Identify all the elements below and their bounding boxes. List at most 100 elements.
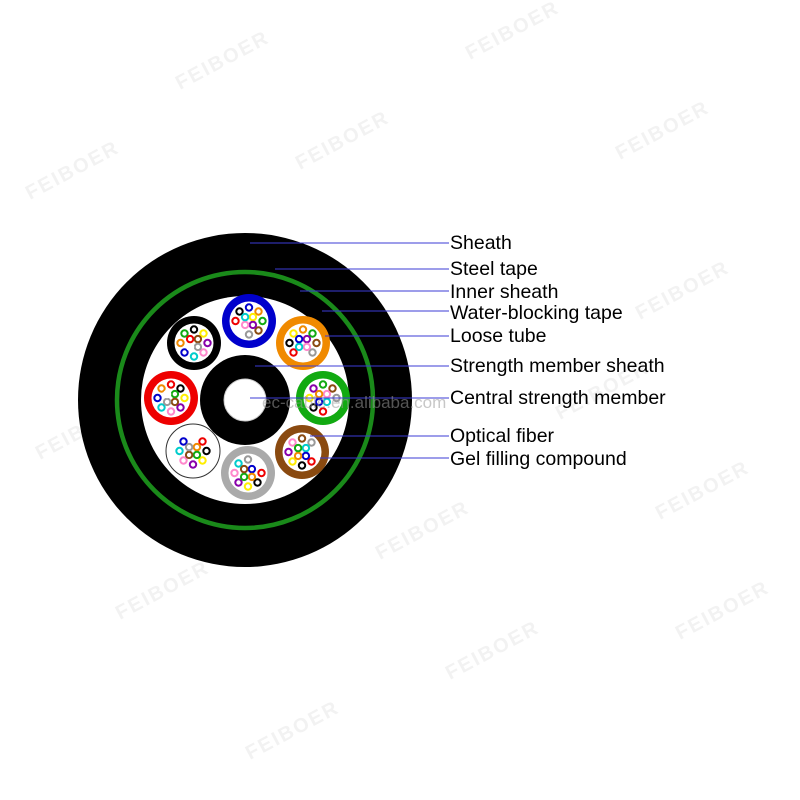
optical-fiber <box>318 407 328 416</box>
background-watermark-9: FEIBOER <box>372 497 473 565</box>
optical-fiber <box>311 447 320 457</box>
optical-fiber <box>157 403 166 412</box>
optical-fiber <box>285 338 294 348</box>
optical-fiber <box>157 384 166 393</box>
optical-fiber <box>288 438 297 447</box>
optical-fiber <box>314 397 324 407</box>
optical-fiber <box>307 438 316 447</box>
optical-fiber <box>176 403 185 412</box>
optical-fiber <box>312 338 321 348</box>
background-watermark-13: FEIBOER <box>242 697 343 765</box>
optical-fiber <box>198 437 207 446</box>
optical-fiber <box>301 451 311 461</box>
optical-fiber <box>230 468 239 478</box>
optical-fiber <box>203 338 212 348</box>
optical-fiber <box>298 325 308 334</box>
optical-fiber <box>293 451 303 461</box>
optical-fiber <box>193 334 203 344</box>
optical-fiber <box>166 380 176 389</box>
label-steel-tape: Steel tape <box>450 258 538 280</box>
optical-fiber <box>234 459 243 468</box>
optical-fiber <box>294 334 304 344</box>
optical-fiber <box>244 330 254 339</box>
optical-fiber <box>288 457 297 466</box>
optical-fiber <box>185 342 195 352</box>
background-watermark-3: FEIBOER <box>612 97 713 165</box>
optical-fiber <box>248 320 258 330</box>
optical-fiber <box>302 334 312 344</box>
background-watermark-11: FEIBOER <box>442 617 543 685</box>
optical-fiber <box>258 316 267 326</box>
optical-fiber <box>170 397 180 407</box>
optical-fiber <box>294 342 304 352</box>
leader-lines <box>250 242 449 459</box>
optical-fiber <box>231 316 240 326</box>
loose-tube <box>276 316 330 370</box>
background-watermark-6: FEIBOER <box>632 257 733 325</box>
optical-fiber <box>301 443 311 453</box>
optical-fiber <box>240 312 250 322</box>
loose-tubes <box>144 294 350 500</box>
cable-drawing <box>78 233 412 567</box>
optical-fiber <box>293 443 303 453</box>
optical-fiber <box>192 442 202 452</box>
label-sheath: Sheath <box>450 232 512 254</box>
optical-fiber <box>184 450 194 460</box>
optical-fiber <box>322 389 332 399</box>
label-strength-member-sheath: Strength member sheath <box>450 355 665 377</box>
background-watermark-5: FEIBOER <box>292 107 393 175</box>
label-water-blocking-tape: Water-blocking tape <box>450 302 623 324</box>
optical-fiber <box>308 348 317 357</box>
optical-fiber <box>243 482 253 491</box>
loose-tube <box>165 423 221 479</box>
optical-fiber <box>162 397 172 407</box>
optical-fiber <box>302 342 312 352</box>
optical-fiber <box>297 461 307 470</box>
optical-fiber <box>240 320 250 330</box>
optical-fiber <box>180 348 189 357</box>
optical-fiber <box>192 450 202 460</box>
optical-fiber <box>162 389 172 399</box>
optical-fiber <box>289 329 298 338</box>
optical-fiber <box>202 446 211 456</box>
watermark-text: ec-cable.en.alibaba.com <box>262 393 446 412</box>
optical-fiber <box>199 348 208 357</box>
background-watermark-8: FEIBOER <box>652 457 753 525</box>
optical-fiber <box>153 393 162 403</box>
optical-fiber <box>257 468 266 478</box>
optical-fiber <box>239 464 249 474</box>
optical-fiber <box>234 478 243 487</box>
optical-fiber <box>243 455 253 464</box>
optical-fiber <box>170 389 180 399</box>
optical-fiber <box>254 307 263 316</box>
optical-fiber <box>253 478 262 487</box>
optical-fiber <box>180 393 189 403</box>
optical-fiber <box>314 389 324 399</box>
optical-fiber <box>254 326 263 335</box>
optical-fiber <box>318 380 328 389</box>
optical-fiber <box>328 384 337 393</box>
label-gel-filling-compound: Gel filling compound <box>450 448 627 470</box>
label-optical-fiber: Optical fiber <box>450 425 555 447</box>
optical-fiber <box>189 352 199 361</box>
loose-tube <box>275 425 329 479</box>
optical-fiber <box>309 403 318 412</box>
optical-fiber <box>239 472 249 482</box>
optical-fiber <box>247 472 257 482</box>
background-watermark-4: FEIBOER <box>22 137 123 205</box>
optical-fiber <box>298 352 308 361</box>
optical-fiber <box>188 433 198 442</box>
optical-fiber <box>309 384 318 393</box>
optical-fiber <box>284 447 293 457</box>
central-strength-member <box>223 378 267 422</box>
optical-fiber <box>180 329 189 338</box>
background-watermark-12: FEIBOER <box>672 577 773 645</box>
label-central-strength-member: Central strength member <box>450 387 666 409</box>
label-inner-sheath: Inner sheath <box>450 281 558 303</box>
background-watermark-10: FEIBOER <box>112 557 213 625</box>
optical-fiber <box>244 303 254 312</box>
optical-fiber <box>235 326 244 335</box>
optical-fiber <box>185 334 195 344</box>
